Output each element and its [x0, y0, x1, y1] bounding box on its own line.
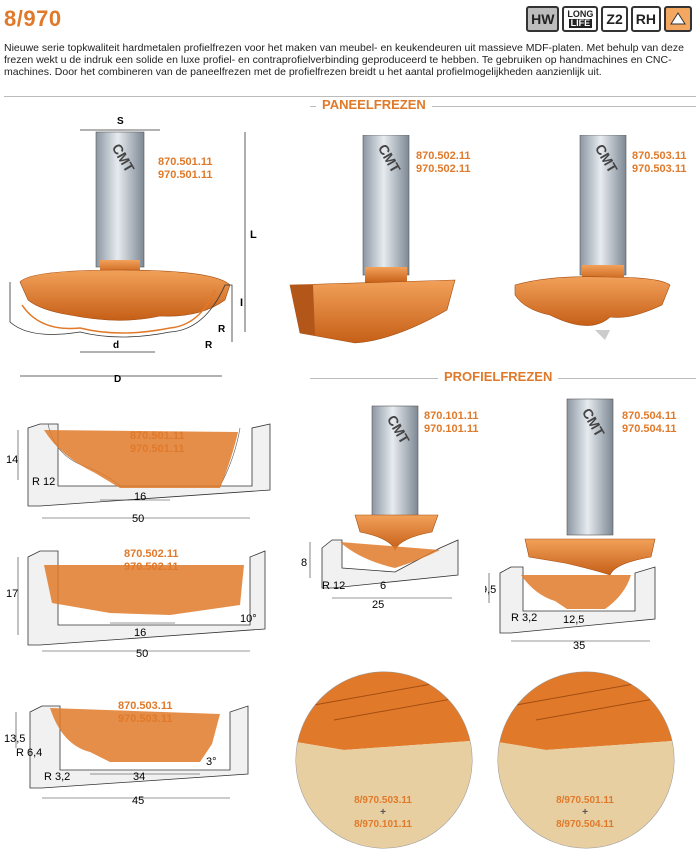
profile-2-drawing: 17 16 10° 50 [6, 550, 266, 660]
svg-text:R 12: R 12 [322, 580, 345, 592]
cutter-4-codes: 870.101.11 970.101.11 [424, 410, 478, 436]
svg-text:35: 35 [573, 640, 585, 652]
profile-1-code-870: 870.501.11 [130, 430, 185, 442]
cutter-5-codes: 870.504.11 970.504.11 [622, 410, 676, 436]
cutter-3-code-970: 970.503.11 [632, 163, 687, 175]
cutter-4-code-870: 870.101.11 [424, 410, 479, 422]
combo-right-b: 8/970.504.11 [556, 819, 614, 830]
panel-cutter-2-drawing: CMT [289, 135, 456, 344]
svg-text:50: 50 [132, 513, 144, 525]
panel-cutter-1-drawing: S CMT L I R R d D [9, 116, 257, 385]
profile-3-drawing: 13,5 R 6,4 R 3,2 34 3° 45 [4, 705, 249, 807]
svg-text:R 12: R 12 [32, 476, 55, 488]
cutter-2-code-870: 870.502.11 [416, 150, 471, 162]
svg-text:8: 8 [301, 557, 307, 569]
svg-text:34: 34 [133, 771, 145, 783]
long-label: LONG [567, 9, 594, 19]
profile-2-code-970: 970.502.11 [124, 561, 179, 573]
intro-text: Nieuwe serie topkwaliteit hardmetalen pr… [4, 42, 684, 78]
header-divider [4, 96, 696, 97]
profile-1-drawing: 14 R 12 16 50 [6, 423, 271, 525]
dim-s: S [117, 116, 124, 127]
combo-right-a: 8/970.501.11 [556, 795, 614, 806]
section-paneelfrezen: PANEELFREZEN [316, 97, 432, 112]
hw-badge: HW [526, 6, 560, 32]
svg-text:50: 50 [136, 648, 148, 660]
life-label: LIFE [568, 18, 593, 28]
cutter-4-code-970: 970.101.11 [424, 423, 479, 435]
rh-badge: RH [630, 6, 661, 32]
dim-l: L [250, 229, 257, 241]
feature-badges: HW LONG LIFE Z2 RH [526, 6, 692, 32]
svg-text:6: 6 [380, 580, 386, 592]
profile-2-code-870: 870.502.11 [124, 548, 179, 560]
page-title: 8/970 [4, 6, 62, 31]
cutter-3-codes: 870.503.11 970.503.11 [632, 150, 686, 176]
router-icon [664, 6, 692, 32]
combo-left-codes: 8/970.503.11 + 8/970.101.11 [318, 795, 448, 831]
profile-cutter-5-drawing: CMT 9,5 R 3,2 12,5 35 [485, 398, 656, 652]
combo-right-codes: 8/970.501.11 + 8/970.504.11 [520, 795, 650, 831]
combo-left-b: 8/970.101.11 [354, 819, 412, 830]
svg-text:16: 16 [134, 627, 146, 639]
svg-text:45: 45 [132, 795, 144, 807]
section-profielfrezen: PROFIELFREZEN [438, 369, 559, 384]
combo-right-circle [497, 671, 675, 849]
cutter-5-code-970: 970.504.11 [622, 423, 677, 435]
combo-right-plus: + [582, 807, 588, 818]
svg-text:10°: 10° [240, 613, 257, 625]
svg-text:17: 17 [6, 588, 18, 600]
svg-text:3°: 3° [206, 756, 217, 768]
cutter-1-codes: 870.501.11 970.501.11 [158, 156, 212, 182]
cutter-5-code-870: 870.504.11 [622, 410, 677, 422]
svg-text:14: 14 [6, 454, 18, 466]
dim-d-large: D [114, 374, 121, 385]
svg-text:9,5: 9,5 [485, 584, 496, 596]
cutter-2-code-970: 970.502.11 [416, 163, 471, 175]
dim-r1: R [218, 324, 226, 335]
svg-text:12,5: 12,5 [563, 614, 584, 626]
profile-1-code-970: 970.501.11 [130, 443, 185, 455]
dim-r2: R [205, 340, 213, 351]
dim-d-small: d [113, 340, 119, 351]
svg-text:R 6,4: R 6,4 [16, 747, 42, 759]
combo-left-plus: + [380, 807, 386, 818]
cutter-1-code-870: 870.501.11 [158, 156, 213, 168]
profile-3-code-870: 870.503.11 [118, 700, 173, 712]
combo-left-circle [295, 671, 473, 849]
profile-3-code-970: 970.503.11 [118, 713, 173, 725]
svg-text:R 3,2: R 3,2 [44, 771, 70, 783]
combo-left-a: 8/970.503.11 [354, 795, 412, 806]
cutter-1-code-970: 970.501.11 [158, 169, 213, 181]
dim-i: I [240, 297, 243, 309]
svg-text:13,5: 13,5 [4, 733, 25, 745]
svg-text:16: 16 [134, 491, 146, 503]
profile-3-codes: 870.503.11 970.503.11 [118, 700, 172, 726]
cutter-body [19, 269, 231, 321]
cutter-3-code-870: 870.503.11 [632, 150, 687, 162]
profile-cutter-4-drawing: CMT 8 R 12 6 25 [301, 405, 459, 611]
paneel-rule [310, 106, 696, 107]
svg-text:R 3,2: R 3,2 [511, 612, 537, 624]
cutter-2-codes: 870.502.11 970.502.11 [416, 150, 470, 176]
z2-badge: Z2 [601, 6, 628, 32]
svg-text:25: 25 [372, 599, 384, 611]
long-life-badge: LONG LIFE [562, 6, 599, 32]
profile-2-codes: 870.502.11 970.502.11 [124, 548, 178, 574]
profile-1-codes: 870.501.11 970.501.11 [130, 430, 184, 456]
shank [95, 131, 145, 268]
panel-cutter-3-drawing: CMT [514, 135, 671, 340]
